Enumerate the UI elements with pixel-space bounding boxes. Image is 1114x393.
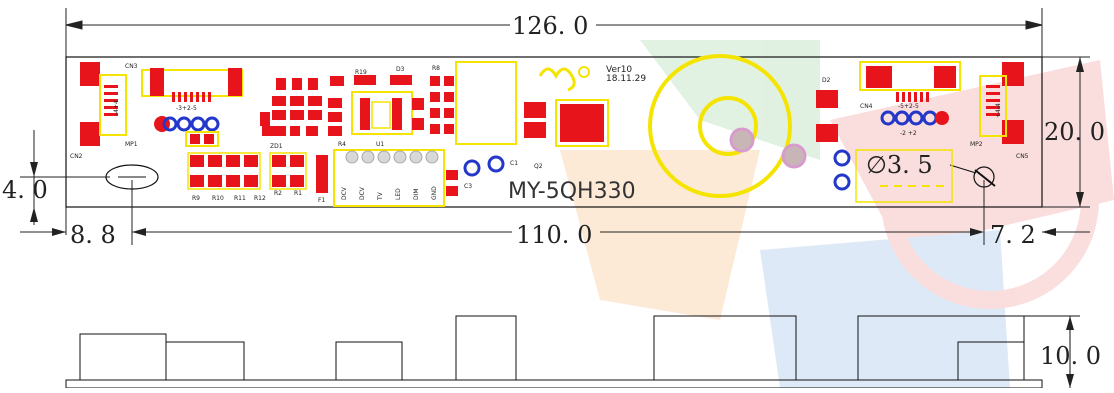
dim-component-height: 10. 0: [1040, 342, 1101, 370]
label-mp2: MP2: [970, 141, 983, 148]
terminal-header: DCV DCV TV LED DIM GND: [333, 149, 445, 207]
dim-board-height: 20. 0: [1044, 118, 1105, 146]
mounting-slot-left: [105, 164, 159, 190]
label-cn2: CN2: [70, 153, 83, 160]
dim-right-offset: 7. 2: [990, 221, 1036, 249]
dim-hole-offset-y: 4. 0: [2, 176, 48, 204]
component-block-mid-left: [260, 78, 322, 136]
resistor-bank-left: [190, 155, 328, 193]
label-r1: R1: [294, 190, 302, 197]
label-u1: U1: [376, 141, 384, 148]
version-label: Ver10: [606, 65, 632, 75]
connector-cn3: CN3 -3+2-5 MP1: [125, 63, 243, 148]
terminal-label-5: DIM: [413, 188, 420, 200]
label-d3: D3: [396, 66, 405, 73]
connector-cn4: CN4 -5+2-5 -2 +2 MP2: [859, 61, 983, 148]
pin-label-top-right: -5+2-5: [898, 103, 919, 110]
terminal-label-6: GND: [431, 186, 438, 200]
label-r4: R4: [338, 141, 346, 148]
label-r10: R10: [212, 195, 224, 202]
dim-hole-diameter: ∅3. 5: [866, 151, 933, 179]
label-r9: R9: [192, 195, 200, 202]
label-cn3: CN3: [125, 63, 138, 70]
pcb-outline: [65, 56, 1043, 208]
label-c3: C3: [464, 183, 472, 190]
dim-overall-length: 126. 0: [512, 12, 588, 40]
dim-hole-spacing: 110. 0: [516, 221, 592, 249]
resistor-column-r8: [430, 76, 454, 134]
label-c1: C1: [510, 160, 518, 167]
label-r8: R8: [432, 65, 440, 72]
connector-cn2: -4+4 CN2: [70, 62, 127, 160]
diode-d2: D2: [816, 77, 838, 142]
label-d2: D2: [822, 77, 831, 84]
label-q2: Q2: [534, 163, 543, 170]
transformer-outline: [648, 54, 807, 198]
pin-label-right: +4-4: [995, 103, 1002, 118]
model-label: MY-5QH330: [508, 179, 636, 204]
brand-logo: [538, 67, 576, 92]
hole-keepout: [855, 149, 953, 203]
label-f1: F1: [318, 197, 325, 204]
terminal-label-2: DCV: [359, 186, 366, 200]
label-r12: R12: [254, 195, 266, 202]
date-label: 18.11.29: [606, 74, 646, 84]
label-mp1: MP1: [125, 141, 138, 148]
label-cn4: CN4: [860, 103, 873, 110]
label-r19: R19: [355, 69, 367, 76]
via-pads-left: [154, 116, 220, 147]
label-r11: R11: [234, 195, 246, 202]
pin-label-bottom-right: -2 +2: [900, 130, 917, 137]
pin-label-top-left: -3+2-5: [176, 105, 197, 112]
terminal-label-4: LED: [395, 188, 402, 200]
label-cn5: CN5: [1016, 153, 1029, 160]
terminal-label-3: TV: [377, 191, 384, 201]
component-block-center: C1 C3 Q2: [446, 61, 609, 196]
chip-u1: R19 D3 U1 R4: [328, 66, 424, 148]
mounting-hole-right: [973, 166, 995, 188]
label-r2: R2: [274, 190, 282, 197]
terminal-label-1: DCV: [341, 186, 348, 200]
dim-left-offset: 8. 8: [70, 221, 116, 249]
pin-label-left: -4+4: [113, 100, 120, 115]
connector-cn5: +4-4 CN5: [979, 62, 1029, 160]
label-zd1: ZD1: [270, 143, 283, 150]
